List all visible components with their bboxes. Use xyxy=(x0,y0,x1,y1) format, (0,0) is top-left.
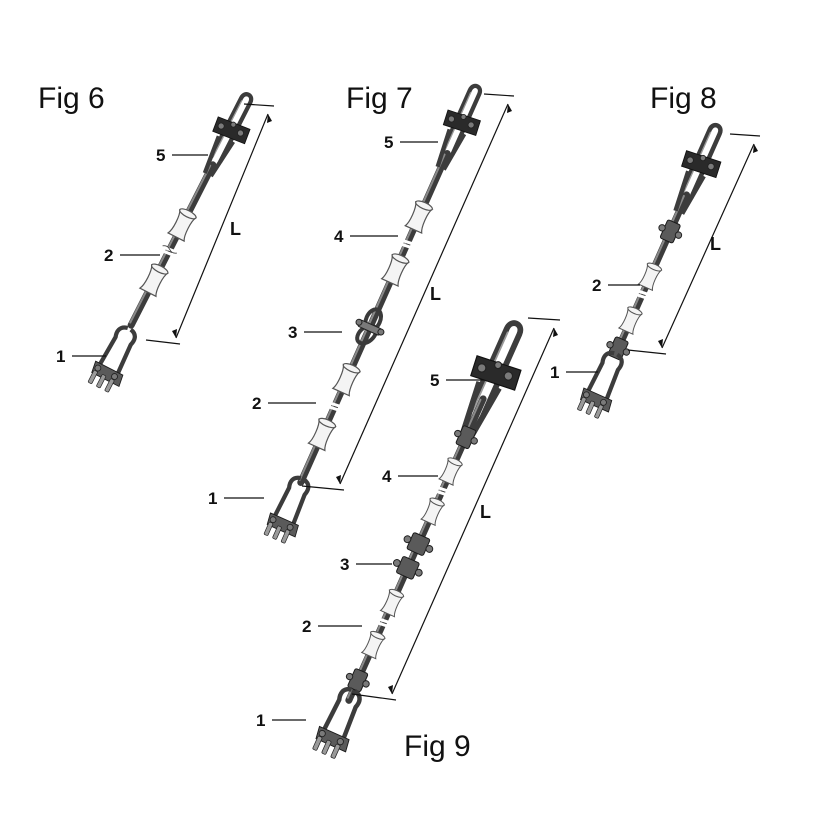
fig-7-dimension: L xyxy=(301,93,515,491)
fig-8-dimension: L xyxy=(627,133,761,355)
figure-8: Fig 8 2 1 L xyxy=(550,82,761,422)
fig-9-callout-2: 2 xyxy=(302,617,311,636)
fig-8-callout-1: 1 xyxy=(550,363,559,382)
fig-6-dimension-label: L xyxy=(230,219,241,239)
figure-7: Fig 7 5 4 3 2 1 L xyxy=(208,79,515,547)
fig-6-callout-2: 2 xyxy=(104,246,113,265)
fig-9-callout-5: 5 xyxy=(430,371,439,390)
fig-7-callout-1: 1 xyxy=(208,489,217,508)
fig-9-rod-assembly xyxy=(304,314,540,764)
fig-8-title: Fig 8 xyxy=(650,82,717,115)
fig-9-dimension-label: L xyxy=(480,502,491,522)
fig-9-callout-1: 1 xyxy=(256,711,265,730)
fig-6-callout-5: 5 xyxy=(156,146,165,165)
fig-7-callout-3: 3 xyxy=(288,323,297,342)
fig-8-dimension-label: L xyxy=(710,234,721,254)
fig-8-rod-assembly xyxy=(572,118,735,422)
fig-9-title: Fig 9 xyxy=(404,730,471,763)
fig-7-callout-2: 2 xyxy=(252,394,261,413)
fig-7-callout-4: 4 xyxy=(334,227,344,246)
fig-9-callout-4: 4 xyxy=(382,467,392,486)
fig-6-callout-1: 1 xyxy=(56,347,65,366)
fig-9-callout-3: 3 xyxy=(340,555,349,574)
fig-9-dimension: L xyxy=(351,317,561,701)
figure-6: Fig 6 5 2 1 L xyxy=(38,82,275,396)
fig-7-dimension-label: L xyxy=(430,284,441,304)
fig-8-callout-2: 2 xyxy=(592,276,601,295)
fig-7-title: Fig 7 xyxy=(346,82,413,115)
fig-6-title: Fig 6 xyxy=(38,82,105,115)
fig-7-rod-assembly xyxy=(260,79,494,547)
fig-7-callout-5: 5 xyxy=(384,133,393,152)
fig-6-dimension: L xyxy=(145,103,275,345)
fig-6-rod-assembly xyxy=(84,87,265,396)
figure-9: Fig 9 5 4 3 2 1 xyxy=(256,314,561,764)
